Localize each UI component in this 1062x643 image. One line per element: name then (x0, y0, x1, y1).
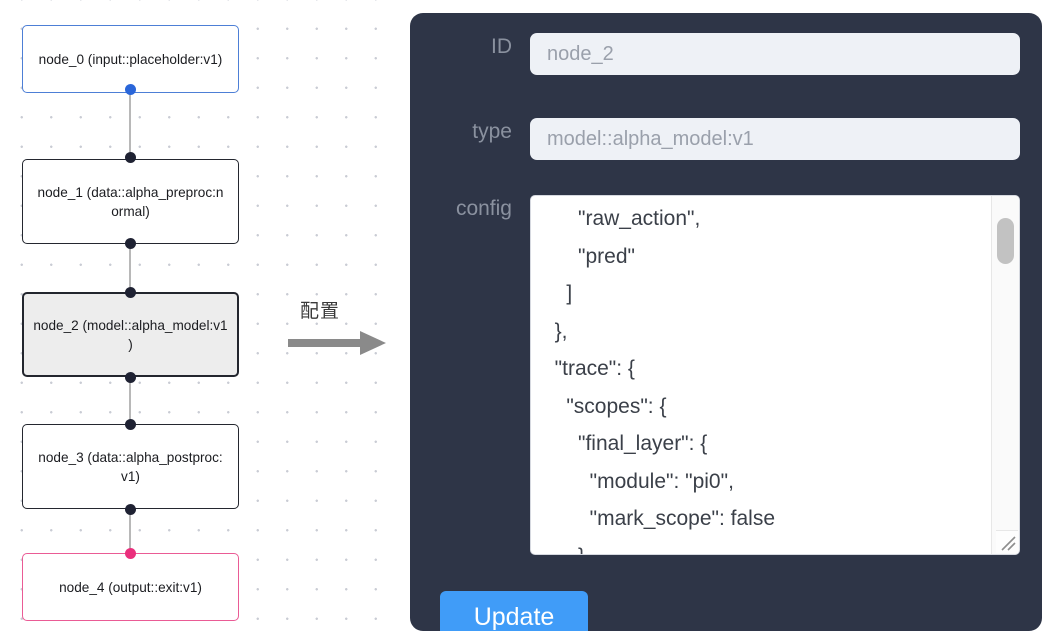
edge-node3-node4 (129, 508, 131, 552)
id-field-row: ID (410, 33, 1042, 75)
graph-node-node_1[interactable]: node_1 (data::alpha_preproc:n ormal) (22, 159, 239, 244)
graph-node-node_3[interactable]: node_3 (data::alpha_postproc: v1) (22, 424, 239, 509)
config-scrollbar-thumb[interactable] (997, 218, 1014, 264)
port-node_0-out[interactable] (124, 84, 136, 95)
right-arrow-icon (288, 331, 386, 355)
type-field-row: type (410, 118, 1042, 160)
resize-grip-icon[interactable] (996, 530, 1018, 553)
node-config-panel: ID type config "raw_action", "pred" ] },… (410, 13, 1042, 631)
edge-node0-node1 (129, 89, 131, 163)
graph-node-node_4[interactable]: node_4 (output::exit:v1) (22, 553, 239, 621)
config-textarea[interactable]: "raw_action", "pred" ] }, "trace": { "sc… (554, 207, 775, 554)
edge-node2-node3 (129, 373, 131, 423)
graph-node-node_0[interactable]: node_0 (input::placeholder:v1) (22, 25, 239, 93)
port-node_1-out[interactable] (124, 238, 136, 249)
type-input[interactable] (530, 118, 1020, 160)
port-node_1-in[interactable] (124, 152, 136, 163)
config-field-label: config (455, 197, 512, 220)
config-field-row: config "raw_action", "pred" ] }, "trace"… (410, 195, 1042, 555)
update-button[interactable]: Update (440, 591, 588, 631)
port-node_2-in[interactable] (124, 287, 136, 298)
id-input[interactable] (530, 33, 1020, 75)
config-scrollbar[interactable] (991, 196, 1019, 554)
port-node_2-out[interactable] (124, 372, 136, 383)
port-node_4-in[interactable] (124, 548, 136, 559)
port-node_3-in[interactable] (124, 419, 136, 430)
annotation-group: 配置 (288, 296, 396, 364)
graph-node-label: node_0 (input::placeholder:v1) (38, 51, 223, 67)
type-field-label: type (472, 120, 512, 143)
graph-canvas[interactable]: node_0 (input::placeholder:v1) node_1 (d… (0, 0, 400, 643)
config-textarea-wrapper[interactable]: "raw_action", "pred" ] }, "trace": { "sc… (530, 195, 1020, 555)
graph-node-label: node_1 (data::alpha_preproc:n ormal) (37, 184, 224, 219)
graph-node-label: node_2 (model::alpha_model:v1 ) (33, 317, 228, 352)
annotation-label: 配置 (300, 300, 341, 322)
graph-node-node_2[interactable]: node_2 (model::alpha_model:v1 ) (22, 292, 239, 377)
graph-node-label: node_4 (output::exit:v1) (59, 579, 202, 595)
edge-node1-node2 (129, 243, 131, 299)
graph-node-label: node_3 (data::alpha_postproc: v1) (38, 449, 223, 484)
port-node_3-out[interactable] (124, 504, 136, 515)
id-field-label: ID (491, 35, 512, 58)
